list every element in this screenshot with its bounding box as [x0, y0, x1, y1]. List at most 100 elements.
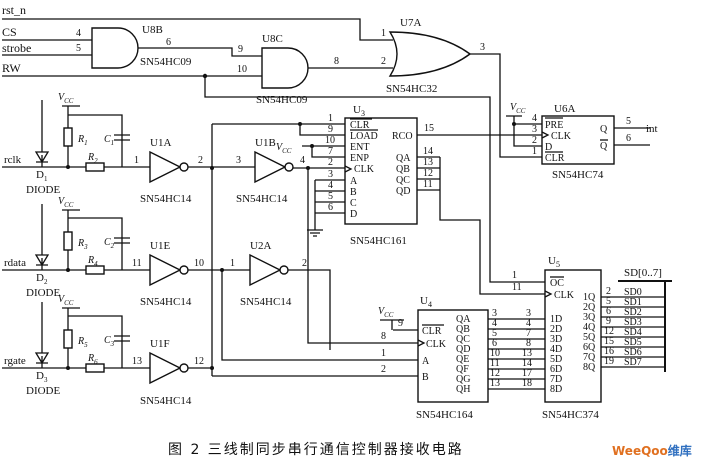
svg-text:4: 4 [300, 155, 305, 166]
capacitor-c3 [114, 335, 130, 342]
svg-text:13: 13 [423, 157, 433, 168]
pin-cs: 4 [76, 28, 81, 39]
pin-u5-oc: 1 [512, 270, 517, 281]
svg-text:4: 4 [532, 113, 537, 124]
svg-text:VCC: VCC [58, 92, 74, 105]
svg-text:Q: Q [600, 141, 608, 152]
svg-text:3: 3 [526, 308, 531, 319]
data-bus [618, 280, 672, 372]
svg-text:QC: QC [456, 334, 470, 345]
u6a-vcc: VCC [510, 102, 526, 115]
svg-text:3: 3 [532, 124, 537, 135]
svg-text:4: 4 [328, 180, 333, 191]
svg-text:12: 12 [194, 356, 204, 367]
svg-text:5: 5 [328, 191, 333, 202]
svg-text:9: 9 [328, 124, 333, 135]
label-strobe: strobe [2, 41, 31, 55]
svg-text:1Q: 1Q [583, 292, 596, 303]
diode-d2 [34, 204, 50, 270]
pin-strobe: 5 [76, 43, 81, 54]
chip-u3 [344, 117, 418, 225]
pin-u8c-b: 10 [237, 64, 247, 75]
svg-text:3D: 3D [550, 334, 562, 345]
wire-rst-n [2, 18, 393, 41]
svg-text:SN54HC14: SN54HC14 [236, 193, 288, 205]
u5-d-pin-numbers: 3 4 7 8 13 14 17 18 [522, 308, 532, 389]
svg-text:2Q: 2Q [583, 302, 596, 313]
resistor-r6 [85, 363, 105, 373]
gate-u1b [254, 150, 287, 184]
wire-u7a-out [470, 53, 531, 158]
svg-text:10: 10 [194, 258, 204, 269]
svg-text:7: 7 [328, 146, 333, 157]
svg-text:19: 19 [604, 356, 614, 367]
chip-u4 [417, 309, 489, 403]
svg-text:SD0: SD0 [624, 287, 642, 298]
svg-text:6: 6 [328, 202, 333, 213]
svg-text:11: 11 [423, 179, 433, 190]
wire-u6a-vcc [506, 115, 531, 147]
bus-signals: SD0 SD1 SD2 SD3 SD4 SD5 SD6 SD7 [624, 287, 642, 368]
svg-text:8: 8 [526, 338, 531, 349]
svg-text:RCO: RCO [392, 131, 413, 142]
svg-text:16: 16 [604, 346, 614, 357]
svg-text:B: B [422, 372, 429, 383]
diode-d1 [34, 100, 50, 167]
svg-text:7D: 7D [550, 374, 562, 385]
resistor-r5 [63, 329, 73, 349]
svg-text:A: A [422, 356, 430, 367]
diode-d3 [34, 302, 50, 368]
svg-text:14: 14 [522, 358, 532, 369]
svg-text:U1F: U1F [150, 338, 170, 350]
svg-text:SD3: SD3 [624, 317, 642, 328]
svg-text:VCC: VCC [58, 196, 74, 209]
svg-text:SN54HC14: SN54HC14 [140, 296, 192, 308]
svg-text:5Q: 5Q [583, 332, 596, 343]
wire-u8b-out [138, 47, 262, 57]
svg-text:17: 17 [522, 368, 532, 379]
gate-u8b [91, 27, 139, 69]
svg-text:CLK: CLK [426, 339, 447, 350]
svg-text:13: 13 [490, 378, 500, 389]
svg-text:R1: R1 [77, 134, 88, 147]
svg-text:WeeQoo维库: WeeQoo维库 [612, 443, 692, 458]
svg-text:1: 1 [328, 113, 333, 124]
svg-text:1D: 1D [550, 314, 562, 325]
u5-ref: U5 [548, 255, 560, 269]
svg-text:QC: QC [396, 175, 410, 186]
svg-text:8Q: 8Q [583, 362, 596, 373]
ground-icon [307, 229, 323, 237]
pin-u7a-out: 3 [480, 42, 485, 53]
u4-ref: U4 [420, 295, 432, 309]
svg-text:D: D [545, 142, 552, 153]
svg-text:C2: C2 [104, 237, 115, 250]
svg-text:R6: R6 [87, 353, 98, 366]
wire-u5-clk [439, 157, 522, 295]
resistor-r4 [85, 265, 105, 275]
svg-text:SN54HC14: SN54HC14 [140, 395, 192, 407]
u8b-part: SN54HC09 [140, 56, 192, 68]
svg-text:10: 10 [325, 135, 335, 146]
svg-text:6: 6 [492, 338, 497, 349]
svg-text:PRE: PRE [545, 120, 563, 131]
svg-text:DIODE: DIODE [26, 287, 60, 299]
svg-text:D: D [350, 209, 357, 220]
svg-text:CLK: CLK [354, 164, 375, 175]
u8c-ref: U8C [262, 33, 283, 45]
svg-text:4: 4 [492, 318, 497, 329]
svg-text:C3: C3 [104, 335, 115, 348]
svg-text:OC: OC [550, 278, 564, 289]
svg-text:3: 3 [236, 155, 241, 166]
svg-text:R4: R4 [87, 255, 98, 268]
svg-text:11: 11 [132, 258, 142, 269]
svg-text:9: 9 [606, 316, 611, 327]
svg-text:R5: R5 [77, 336, 88, 349]
u5-q-pin-numbers: 2 5 6 9 12 15 16 19 [604, 286, 614, 367]
u8c-part: SN54HC09 [256, 94, 308, 106]
label-rdata: rdata [4, 257, 26, 269]
resistor-r2 [85, 162, 105, 172]
svg-text:2: 2 [302, 258, 307, 269]
resistor-r3 [63, 231, 73, 251]
svg-text:14: 14 [423, 146, 433, 157]
svg-text:2: 2 [328, 157, 333, 168]
